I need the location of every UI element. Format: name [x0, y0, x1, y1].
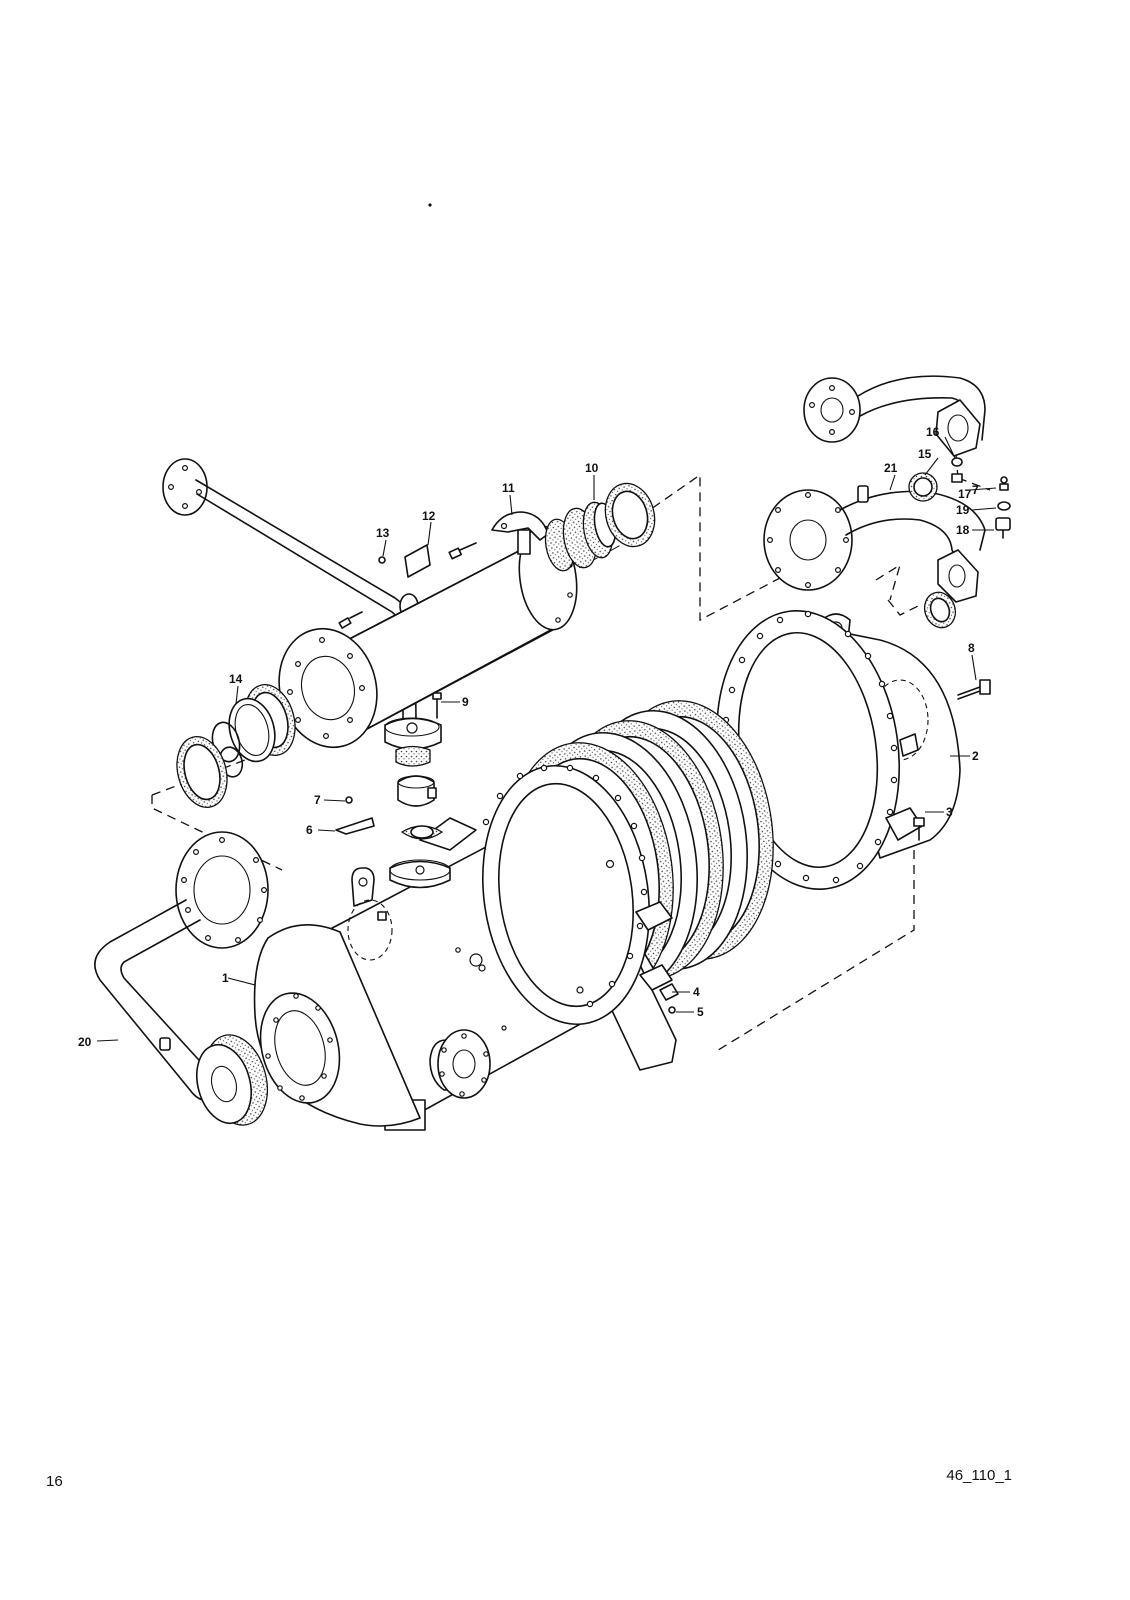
callout-label: 7	[972, 483, 979, 497]
callout-label: 1	[222, 971, 229, 985]
callout-label: 7	[314, 793, 321, 807]
drawing-code: 46_110_1	[946, 1467, 1012, 1484]
shell-top-disc	[389, 859, 451, 889]
part-4-nut	[659, 983, 679, 1001]
part-12-plate	[404, 544, 431, 578]
part-16-washer	[951, 457, 963, 467]
callout-label: 11	[502, 481, 515, 495]
callout-label: 13	[376, 526, 390, 540]
part-14-seal-rings	[176, 684, 296, 808]
part-15-gasket	[908, 472, 938, 502]
part-13-screw	[378, 556, 386, 564]
part-17-plug	[951, 473, 1009, 491]
part-19-washer	[997, 501, 1011, 511]
callout-label: 8	[968, 641, 975, 655]
callout-label: 16	[926, 425, 940, 439]
shell-flange-bolt-holes	[482, 764, 648, 1008]
callout-label: 10	[585, 461, 599, 475]
bolt-9	[432, 692, 442, 719]
callout-label: 14	[229, 672, 243, 686]
part-10-tube-bundle	[544, 482, 656, 572]
end-cover-bolt-holes	[722, 610, 898, 884]
leader-lines	[96, 436, 997, 1042]
callout-label: 12	[422, 509, 436, 523]
part-7-screw-left	[345, 796, 353, 804]
callout-label: 15	[918, 447, 932, 461]
callout-label: 6	[306, 823, 313, 837]
upper-right-pipe	[803, 375, 986, 457]
callout-label: 18	[956, 523, 970, 537]
part-18-valve	[995, 517, 1011, 539]
part-1-main-shell	[253, 764, 677, 1131]
page-number: 16	[46, 1473, 63, 1490]
callout-label: 20	[78, 1035, 92, 1049]
callout-label: 5	[697, 1005, 704, 1019]
part-6-wedge	[335, 817, 375, 835]
stray-mark	[428, 203, 432, 207]
callout-label: 4	[693, 985, 700, 999]
part-5-screw	[668, 1006, 676, 1014]
callout-label: 19	[956, 503, 970, 517]
part-20-lower-pipe	[94, 831, 269, 1126]
part-3-screw	[913, 817, 925, 841]
shell-top-saddle	[400, 817, 477, 851]
callout-label: 9	[462, 695, 469, 709]
callout-label: 17	[958, 487, 972, 501]
callout-labels: 1 2 3 4 5 6 7 7 8 9 10 11 12 13 14 15 16…	[78, 425, 979, 1049]
part-8-bolt	[957, 679, 991, 700]
callout-label: 2	[972, 749, 979, 763]
callout-label: 21	[884, 461, 898, 475]
callout-label: 3	[946, 805, 953, 819]
